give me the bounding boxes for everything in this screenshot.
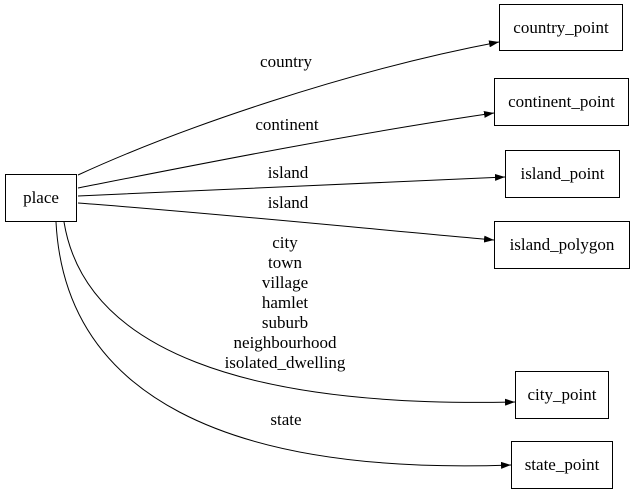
edge-place-island-polygon: [77, 202, 495, 243]
edge-label-line: suburb: [261, 313, 309, 332]
edge-place-continent-point: [77, 110, 495, 189]
edge-place-state-point: [55, 221, 512, 469]
edge-label-line: neighbourhood: [233, 333, 337, 352]
edge-label-line: city: [272, 233, 298, 252]
edge-place-island-point: [77, 173, 506, 197]
edge-label-line: town: [268, 253, 302, 272]
edge-label-city-point: city town village hamlet suburb neighbou…: [165, 233, 405, 373]
node-country-point: country_point: [499, 4, 623, 51]
node-island-point: island_point: [505, 150, 620, 198]
edge-place-country-point: [77, 40, 500, 176]
node-island-polygon: island_polygon: [494, 221, 630, 269]
edge-label-state: state: [270, 410, 302, 429]
node-city-point: city_point: [515, 371, 609, 419]
edge-label-line: isolated_dwelling: [224, 353, 346, 372]
edge-label-country: country: [260, 52, 312, 71]
edge-label-island-polygon: island: [267, 193, 309, 212]
edge-label-island-point: island: [267, 163, 309, 182]
edge-label-line: village: [261, 273, 309, 292]
node-state-point: state_point: [511, 441, 613, 489]
edge-place-city-point: [63, 221, 516, 406]
node-continent-point: continent_point: [494, 78, 629, 126]
node-place: place: [5, 174, 77, 222]
edge-label-continent: continent: [255, 115, 319, 134]
edge-label-line: hamlet: [261, 293, 309, 312]
